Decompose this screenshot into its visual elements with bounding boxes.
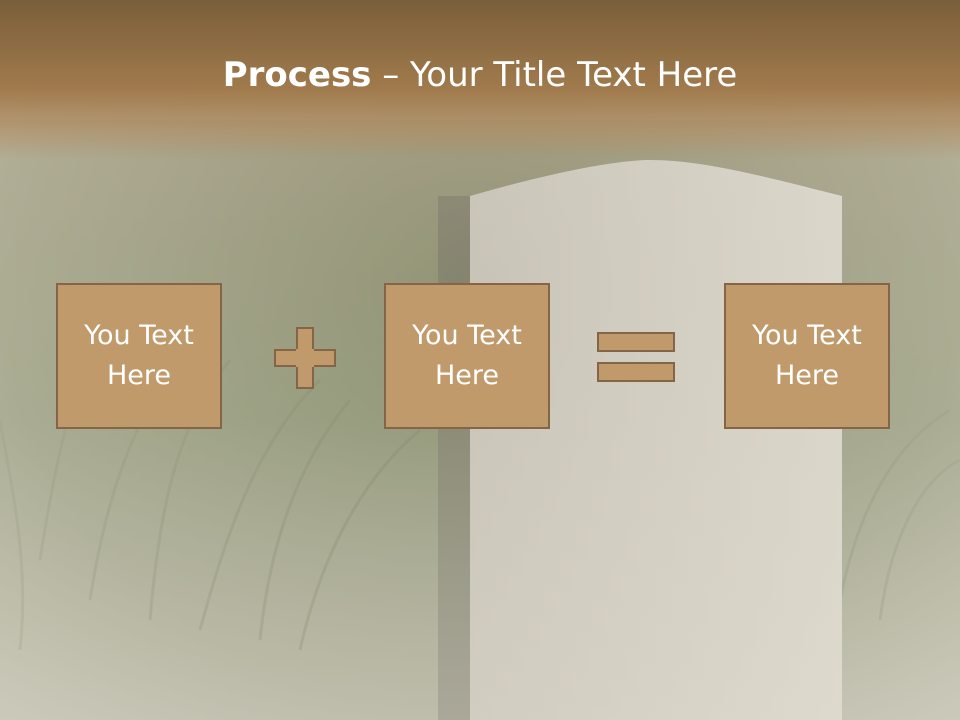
- equals-icon: [597, 332, 675, 384]
- plus-icon: [274, 327, 336, 389]
- title-bold: Process: [222, 55, 372, 95]
- process-box-2-label: You Text Here: [412, 320, 522, 391]
- slide-title[interactable]: Process – Your Title Text Here: [0, 52, 960, 98]
- process-box-3[interactable]: You Text Here: [724, 283, 890, 429]
- process-box-3-label: You Text Here: [752, 320, 862, 391]
- process-box-2[interactable]: You Text Here: [384, 283, 550, 429]
- process-box-1-label: You Text Here: [84, 320, 194, 391]
- title-band: [0, 0, 960, 160]
- title-rest: – Your Title Text Here: [371, 55, 738, 95]
- process-box-1[interactable]: You Text Here: [56, 283, 222, 429]
